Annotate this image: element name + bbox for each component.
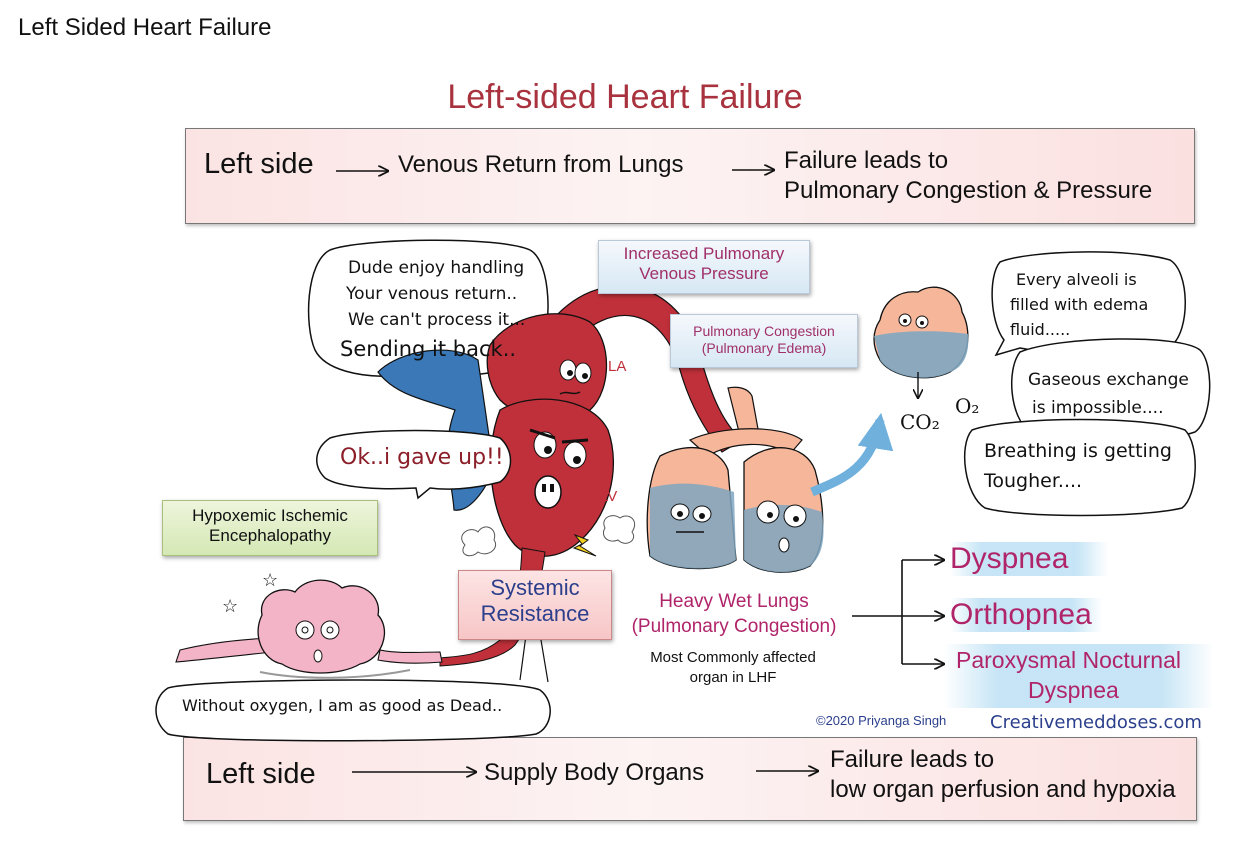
atrium-face-eyes xyxy=(559,359,592,395)
bottom-band-middle: Supply Body Organs xyxy=(484,759,705,786)
symptom-pnd-line1: Paroxysmal Nocturnal xyxy=(956,647,1181,673)
top-band-left: Left side xyxy=(204,148,314,180)
pulmonary-congestion-line2: (Pulmonary Edema) xyxy=(701,339,827,356)
top-band-right-line2: Pulmonary Congestion & Pressure xyxy=(784,177,1153,204)
bronchi xyxy=(688,428,803,457)
increased-pressure-tag: Increased Pulmonary Venous Pressure xyxy=(598,240,810,294)
lung-faces xyxy=(670,500,807,553)
lungs-caption-line1: Heavy Wet Lungs xyxy=(659,591,809,612)
pulmonary-congestion-tag: Pulmonary Congestion (Pulmonary Edema) xyxy=(670,314,858,368)
pulmonary-congestion-line1: Pulmonary Congestion xyxy=(693,323,835,339)
systemic-line2: Resistance xyxy=(480,601,590,627)
brain-speech-bubble xyxy=(155,679,551,742)
heart-bubble-line-3: We can't process it... xyxy=(348,310,526,330)
brain-arm-left xyxy=(175,637,273,663)
gaseous-bubble-line-1: Gaseous exchange xyxy=(1028,370,1189,390)
gave-up-text: Ok..i gave up!! xyxy=(340,445,504,470)
lungs-note: Most Commonly affected organ in LHF xyxy=(620,648,846,687)
brain-bubble-text: Without oxygen, I am as good as Dead.. xyxy=(182,696,503,715)
brain-face xyxy=(295,620,340,663)
alveoli-bubble-line-1: Every alveoli is xyxy=(1016,270,1137,289)
alveoli-face xyxy=(898,313,929,329)
hypoxemic-line2: Encephalopathy xyxy=(209,526,331,546)
lungs-caption: Heavy Wet Lungs (Pulmonary Congestion) xyxy=(610,590,858,639)
increased-pressure-line1: Increased Pulmonary xyxy=(623,244,785,263)
page-heading: Left Sided Heart Failure xyxy=(18,14,272,41)
star-icon: ☆ xyxy=(222,596,238,616)
left-lung-edema xyxy=(650,483,736,569)
la-label: LA xyxy=(608,358,627,375)
lungs-note-line2: organ in LHF xyxy=(689,668,777,686)
gaseous-bubble-line-2: is impossible.... xyxy=(1032,398,1164,418)
symptom-orthopnea: Orthopnea xyxy=(950,598,1102,632)
increased-pressure-line2: Venous Pressure xyxy=(639,264,769,284)
breathing-bubble-line-2: Tougher.... xyxy=(984,470,1083,492)
hypoxemic-encephalopathy-tag: Hypoxemic Ischemic Encephalopathy xyxy=(162,500,378,556)
alveoli-arrow xyxy=(810,412,894,497)
brain-shadow xyxy=(259,669,411,679)
symptom-dyspnea: Dyspnea xyxy=(950,542,1109,576)
co2-label: CO₂ xyxy=(900,410,940,434)
systemic-resistance-tag: Systemic Resistance xyxy=(458,570,612,640)
heart-bubble-line-2: Your venous return.. xyxy=(346,284,518,304)
heart-puff-right xyxy=(603,515,636,544)
heart-puff-left xyxy=(461,526,496,557)
alveoli-bubble-line-2: filled with edema xyxy=(1010,295,1149,314)
star-icon: ☆ xyxy=(262,570,278,590)
heart-bubble-line-4: Sending it back.. xyxy=(340,337,517,361)
copyright-credit: ©2020 Priyanga Singh xyxy=(816,713,947,728)
lungs-note-line1: Most Commonly affected xyxy=(650,649,816,666)
figure-title: Left-sided Heart Failure xyxy=(447,78,803,116)
bottom-band-right-line1: Failure leads to xyxy=(830,746,995,773)
bottom-band-right-line2: low organ perfusion and hypoxia xyxy=(830,776,1176,803)
bottom-summary-band: Left side Supply Body Organs Failure lea… xyxy=(183,737,1197,821)
site-credit: Creativemeddoses.com xyxy=(990,712,1202,733)
heart-bubble-line-1: Dude enjoy handling xyxy=(348,258,525,278)
lv-label: LV xyxy=(600,488,618,505)
symptom-pnd-line2: Dyspnea xyxy=(1028,677,1119,703)
brain-arm-right xyxy=(377,649,443,664)
top-band-right-line1: Failure leads to xyxy=(784,147,949,174)
ventricle-face xyxy=(529,428,589,509)
breathing-speech-bubble xyxy=(964,418,1196,517)
alveoli-edema xyxy=(874,331,969,378)
gave-up-bubble xyxy=(316,429,512,500)
top-band-middle: Venous Return from Lungs xyxy=(398,151,684,178)
systemic-line1: Systemic xyxy=(490,575,580,600)
bottom-band-left: Left side xyxy=(206,758,316,790)
lightning-icon xyxy=(572,533,597,557)
symptom-bracket xyxy=(852,560,903,664)
lungs-caption-line2: (Pulmonary Congestion) xyxy=(631,615,837,637)
hypoxemic-line1: Hypoxemic Ischemic xyxy=(192,506,348,525)
pnd-wash xyxy=(944,644,1214,708)
alveoli-bubble-line-3: fluid..... xyxy=(1010,320,1071,339)
breathing-bubble-line-1: Breathing is getting xyxy=(984,440,1172,462)
top-summary-band: Left side Venous Return from Lungs Failu… xyxy=(185,128,1195,224)
o2-label: O₂ xyxy=(955,394,980,418)
